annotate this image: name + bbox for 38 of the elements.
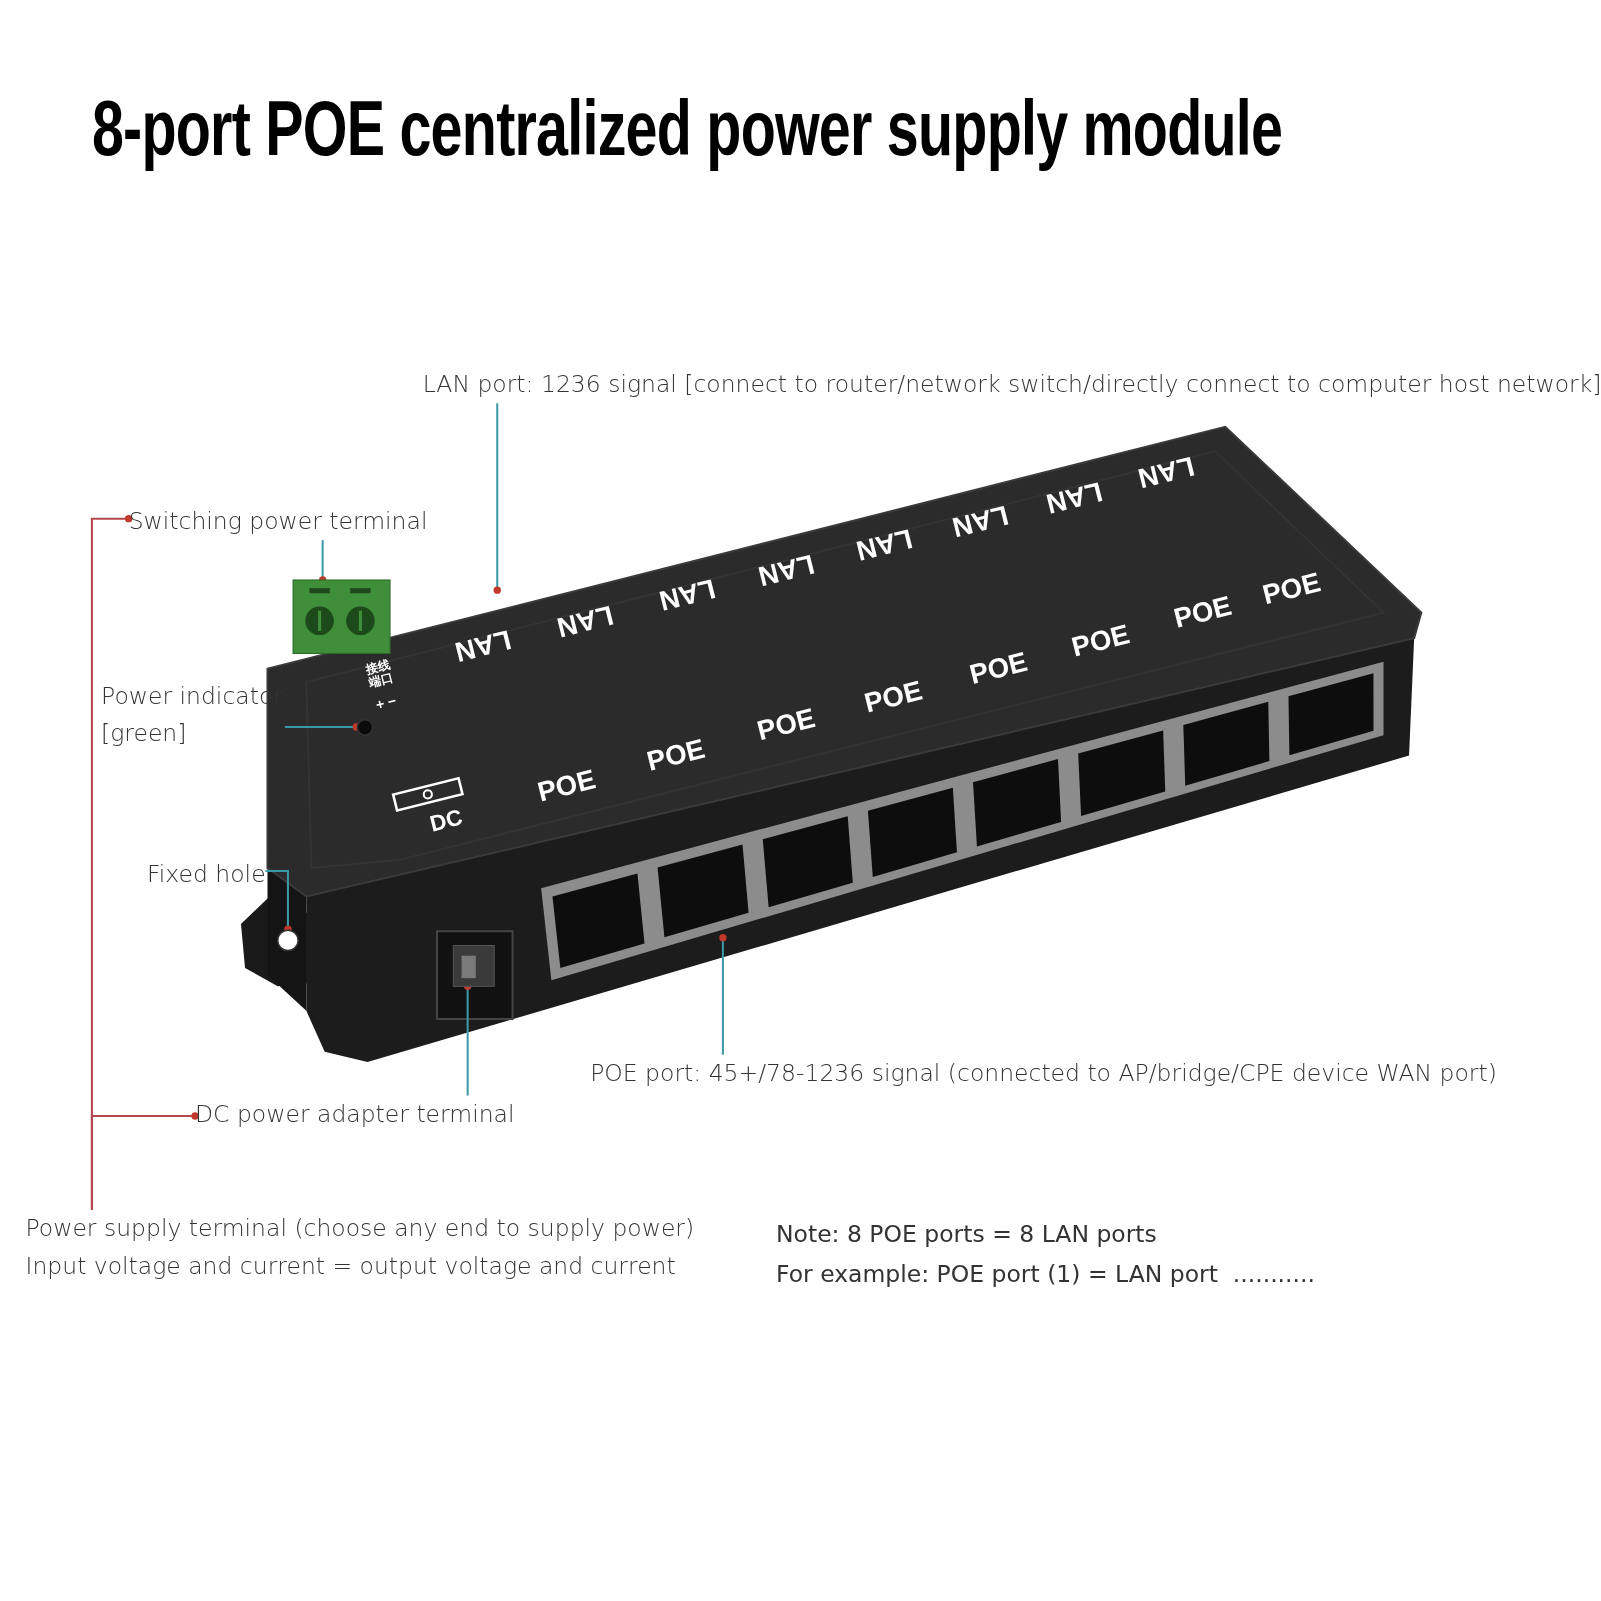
port-label: POE <box>1171 592 1235 634</box>
callout-text: LAN port: 1236 signal [connect to router/network switch/directly connect to computer host network] <box>422 365 1601 404</box>
callout-text: Input voltage and current = output voltage and current <box>25 1251 677 1282</box>
title: 8-port POE centralized power supply module <box>91 83 1283 173</box>
port-label: LAN <box>949 500 1012 541</box>
callout-text: DC power adapter terminal <box>195 1095 515 1134</box>
port-label: LAN <box>1135 451 1197 492</box>
port-label: POE <box>535 765 599 807</box>
note-text: For example: POE port (1) = LAN port ........... <box>776 1261 1315 1288</box>
rj45-port <box>657 844 749 938</box>
terminal-label: 接线端口 <box>364 657 396 691</box>
mounting-hole <box>276 929 300 952</box>
callout-text: POE port: 45+/78-1236 signal (connected to AP/bridge/CPE device WAN port) <box>590 1054 1497 1093</box>
port-label: LAN <box>1043 477 1105 518</box>
callout-text: Fixed hole <box>147 855 266 894</box>
port-label: POE <box>1069 620 1133 662</box>
leader-line <box>265 869 292 933</box>
callout-text: Switching power terminal <box>128 502 428 540</box>
port-label: LAN <box>656 574 718 615</box>
port-label: POE <box>861 676 925 718</box>
callout-text: Power supply terminal (choose any end to supply power) <box>25 1214 695 1244</box>
port-label: POE <box>754 704 818 746</box>
dc-power-jack <box>453 945 495 987</box>
leader-line <box>284 723 360 731</box>
note-text: Note: 8 POE ports = 8 LAN ports <box>776 1220 1157 1247</box>
leader-line <box>719 934 727 1055</box>
port-label: LAN <box>452 625 514 666</box>
terminal-block <box>293 579 391 654</box>
port-label: LAN <box>554 600 616 642</box>
port-label: POE <box>1260 568 1324 610</box>
port-label: LAN <box>755 549 818 590</box>
leader-line <box>90 1112 199 1210</box>
port-label: POE <box>644 735 708 776</box>
dc-label: DC <box>427 806 465 836</box>
polarity-label: + − <box>374 693 398 712</box>
port-label: POE <box>967 648 1031 690</box>
leader-line <box>493 403 501 594</box>
port-label: LAN <box>853 524 916 565</box>
